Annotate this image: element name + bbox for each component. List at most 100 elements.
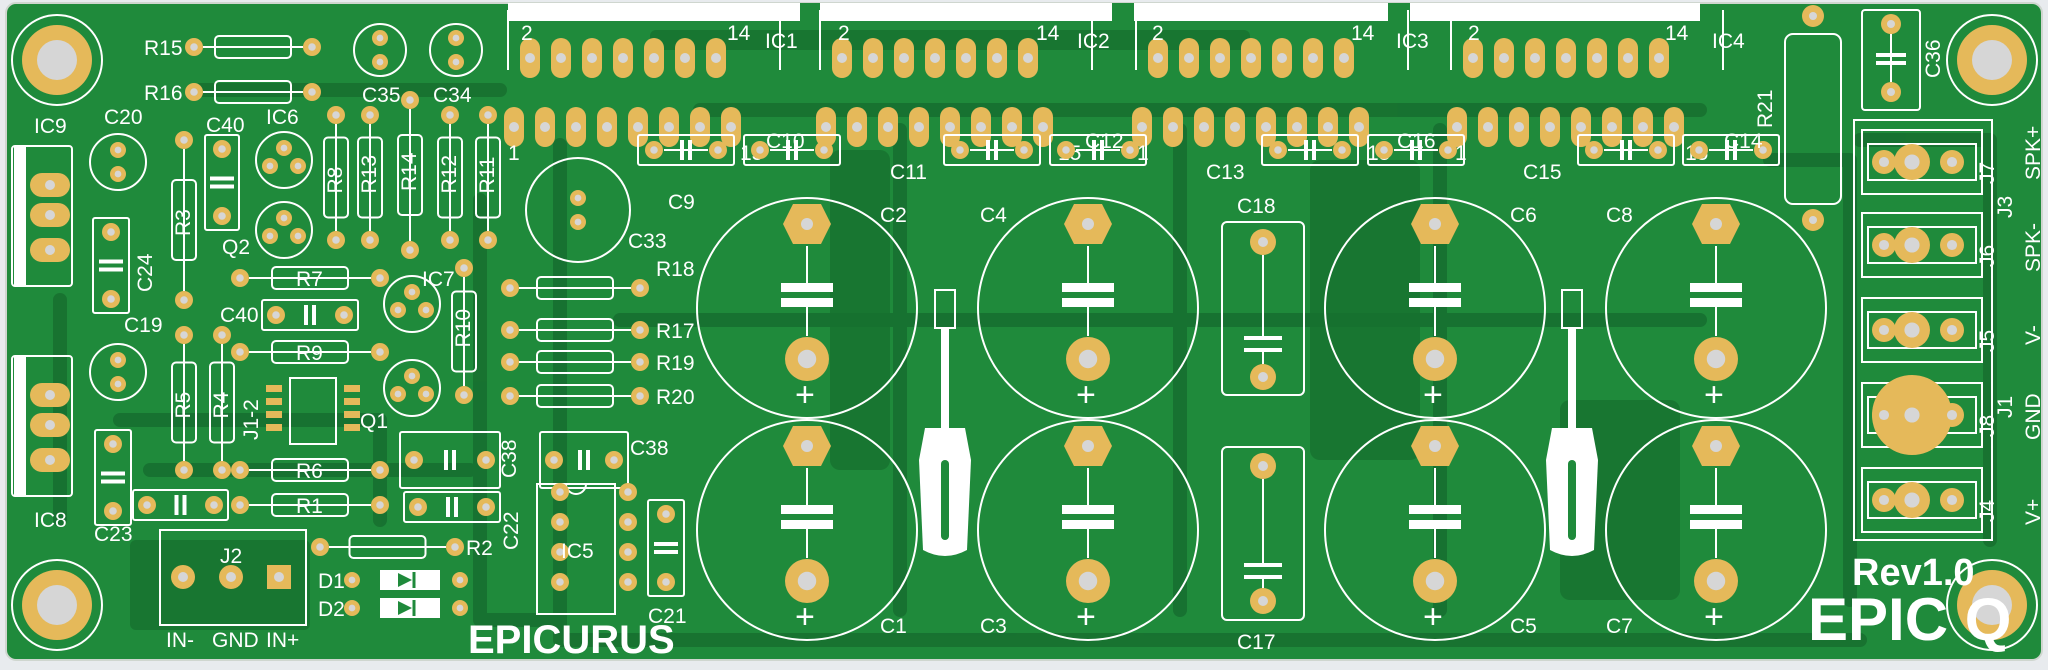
cap-outline — [637, 134, 735, 166]
c37-label: C38 — [498, 439, 521, 478]
c19-label: C19 — [124, 314, 163, 337]
resistor-r4 — [209, 361, 235, 444]
c35-label: C35 — [362, 84, 401, 107]
c11-label: C11 — [890, 161, 927, 184]
cap-c38 — [539, 431, 629, 489]
j3-label: J3 — [1994, 196, 2017, 218]
bulk-capacitors: ++++++++ — [696, 197, 1827, 641]
resistor-r7-label: R7 — [296, 268, 323, 291]
polarity-mark: + — [795, 376, 815, 414]
ic2-label: IC2 — [1077, 30, 1110, 53]
bulk-cap-outline — [977, 197, 1199, 419]
bulk-cap-outline — [1605, 419, 1827, 641]
cap-c21 — [647, 499, 685, 597]
resistor-r15 — [214, 35, 292, 59]
c17-label: C17 — [1237, 631, 1276, 654]
ic7-label: IC7 — [422, 268, 455, 291]
resistor-r14 — [397, 134, 423, 216]
film-cap-c17: C17 — [1221, 446, 1305, 654]
resistor-r9-label: R9 — [296, 342, 323, 365]
resistor-r7 — [271, 266, 349, 290]
resistor-r5-label: R5 — [172, 392, 195, 419]
resistor-r3-label: R3 — [172, 209, 195, 236]
resistor-r17 — [536, 318, 614, 342]
board-name: EPIC Q — [1808, 586, 2011, 653]
terminal-ref-j8: J8 — [1976, 415, 1999, 437]
resistor-r1 — [271, 493, 349, 517]
resistor-r14-label: R14 — [398, 152, 421, 191]
resistor-r20 — [536, 384, 614, 408]
elco-c35 — [353, 23, 407, 77]
terminal-ref-j4: J4 — [1976, 500, 1999, 523]
mounting-hole — [1946, 559, 2038, 651]
resistor-r1-label: R1 — [296, 495, 323, 518]
decoupling-cap-row — [637, 134, 1780, 166]
screwdriver-icon — [919, 289, 971, 556]
cap-c24 — [92, 217, 130, 314]
c9-label: C9 — [668, 191, 695, 214]
bulk-cap-labels: C1 C2 C3 C4 C5 C6 C7 C8 — [880, 204, 1633, 638]
cap-outline — [943, 134, 1041, 166]
c8-label: C8 — [1606, 204, 1633, 227]
mounting-hole — [11, 14, 103, 106]
c5-label: C5 — [1510, 615, 1537, 638]
c7-label: C7 — [1606, 615, 1633, 638]
cap-outline — [743, 134, 841, 166]
cap-c22-h — [132, 489, 229, 521]
elco-c20 — [89, 133, 147, 191]
polarity-mark: + — [1076, 598, 1096, 636]
resistor-r20-label: R20 — [656, 386, 695, 409]
resistor-r2-label: R2 — [466, 537, 493, 560]
resistor-r6-label: R6 — [296, 460, 323, 483]
polarity-mark: + — [795, 598, 815, 636]
polarity-mark: + — [1423, 376, 1443, 414]
ic3-label: IC3 — [1396, 30, 1429, 53]
spk-plus-label: SPK+ — [2022, 126, 2045, 180]
cap-c39 — [204, 134, 240, 231]
polarity-mark: + — [1076, 376, 1096, 414]
j2-pin-gnd: GND — [212, 629, 259, 652]
bulk-cap-outline — [1324, 197, 1546, 419]
ic5-dip: IC5 — [536, 483, 637, 615]
cap-outline — [1577, 134, 1675, 166]
resistor-r16 — [214, 80, 292, 104]
ic2-pin14: 14 — [1036, 22, 1060, 45]
smd-opamp: J1-2 — [240, 377, 360, 445]
c34-label: C34 — [433, 84, 472, 107]
connector-labels: SPK+ SPK- V- GND V+ J3 J1 — [1994, 126, 2045, 525]
cap-outline — [1261, 134, 1359, 166]
resistor-r11 — [475, 136, 501, 219]
c40-label: C40 — [220, 304, 259, 327]
terminal-ref-j7: J7 — [1976, 162, 1999, 184]
elco-c19 — [89, 343, 147, 401]
c39-label: C40 — [206, 114, 245, 137]
resistor-r3 — [171, 179, 197, 261]
cap-c22 — [403, 491, 501, 523]
c33-label: C33 — [628, 230, 667, 253]
c13-label: C13 — [1206, 161, 1245, 184]
c15-label: C15 — [1523, 161, 1562, 184]
c14-label: C14 — [1724, 130, 1763, 153]
c38-label: C38 — [630, 437, 669, 460]
q2-label: Q2 — [222, 236, 250, 259]
ic3-pin2: 2 — [1152, 22, 1164, 45]
cap-c37-box — [399, 431, 501, 489]
resistor-r13 — [357, 136, 383, 219]
terminal-outline — [1861, 212, 1983, 278]
terminal-outline — [1861, 129, 1983, 195]
ic-labels: IC1 IC2 IC3 IC4 2 14 2 14 2 14 2 14 1 15… — [508, 22, 1745, 165]
elco-c34 — [429, 23, 483, 77]
ic2-pin1: 1 — [1137, 142, 1149, 165]
c12-label: C12 — [1085, 130, 1124, 153]
polarity-mark: + — [1704, 376, 1724, 414]
c22-label: C22 — [500, 511, 523, 550]
mounting-hole — [1946, 14, 2038, 106]
ic5-label: IC5 — [561, 540, 594, 563]
c3-label: C3 — [980, 615, 1007, 638]
resistor-r8 — [323, 136, 349, 219]
ic7-opamp — [383, 275, 441, 333]
resistor-r11-label: R11 — [476, 157, 499, 194]
